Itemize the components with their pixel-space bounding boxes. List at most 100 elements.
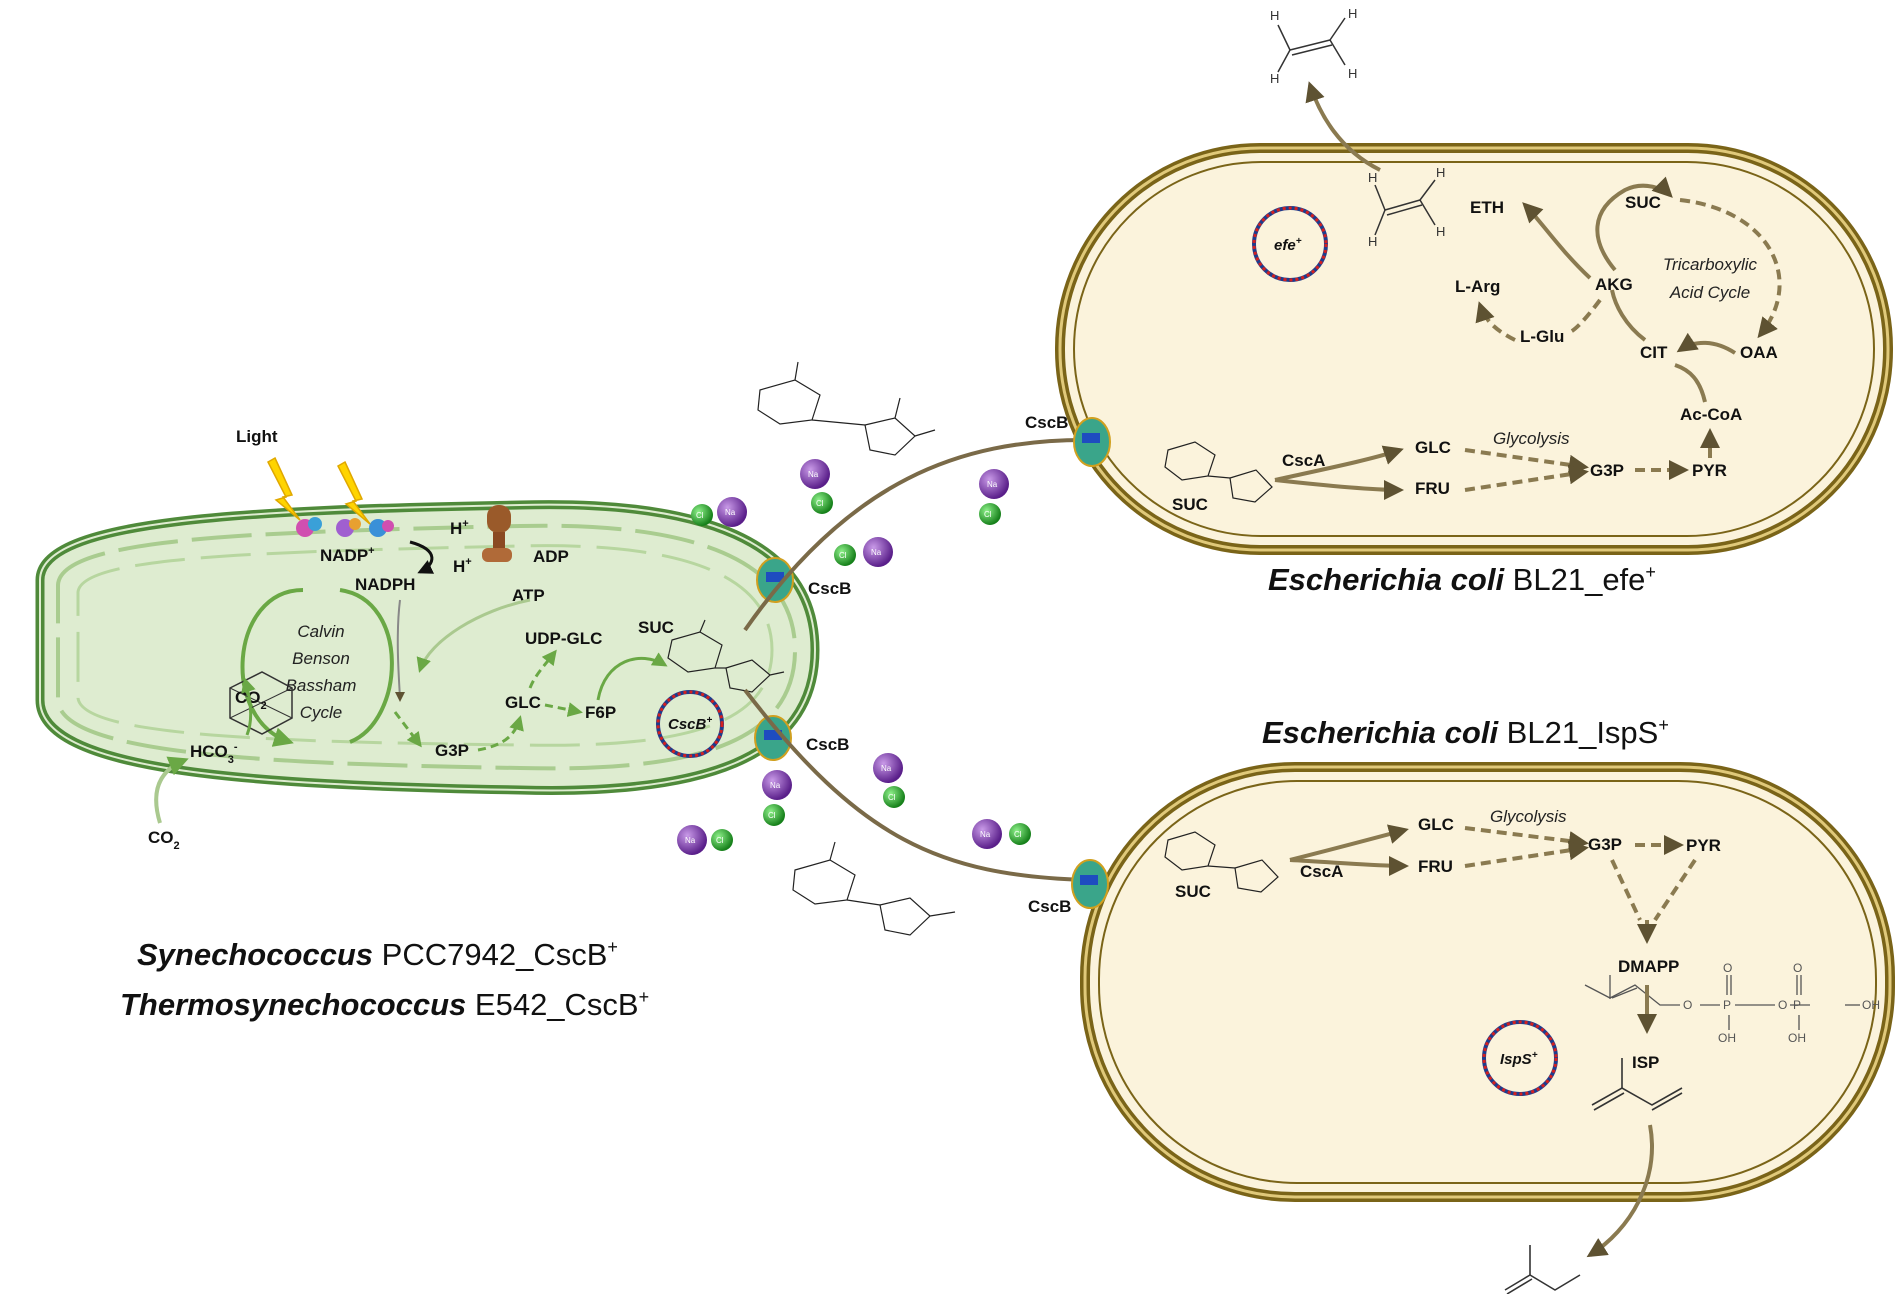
- svg-text:Na: Na: [770, 781, 781, 790]
- g3p-efe-label: G3P: [1590, 461, 1624, 480]
- suc-tca-label: SUC: [1625, 193, 1661, 212]
- efe-plasmid-label: efe+: [1274, 236, 1302, 254]
- svg-text:P: P: [1793, 998, 1801, 1012]
- fru-to-g3p-arrow: [1464, 464, 1589, 492]
- ethylene-structure-inside: [1374, 179, 1436, 236]
- sodium-ion: Na: [972, 819, 1002, 849]
- g3p-to-glc-arrow: [477, 715, 524, 752]
- svg-text:OH: OH: [1788, 1031, 1806, 1045]
- svg-text:Cl: Cl: [984, 510, 992, 519]
- sucrose-export-arc-top: [743, 438, 1086, 632]
- svg-text:O: O: [1723, 961, 1732, 975]
- sucrose-structure-efe: [1164, 441, 1273, 503]
- nadph-arrow: [394, 599, 405, 702]
- cscb-bottom-label: CscB: [806, 735, 849, 754]
- svg-text:Cl: Cl: [1014, 830, 1022, 839]
- g3p-to-dmapp-arrow: [1610, 859, 1642, 921]
- efe-plasmid: [1252, 206, 1328, 282]
- suc-efe-label: SUC: [1172, 495, 1208, 514]
- oaa-to-cit-arrow: [1676, 332, 1737, 355]
- tca-label-line1: Tricarboxylic: [1663, 255, 1758, 274]
- svg-text:H: H: [1368, 234, 1377, 249]
- hco3-label: HCO3-: [190, 741, 238, 766]
- chloride-ion: Cl: [691, 504, 713, 526]
- svg-text:Calvin: Calvin: [297, 622, 344, 641]
- svg-text:Cl: Cl: [816, 499, 824, 508]
- svg-text:Cl: Cl: [696, 511, 704, 520]
- svg-text:Benson: Benson: [292, 649, 350, 668]
- glc-to-g3p-isps-arrow: [1464, 826, 1589, 851]
- chloride-ion: Cl: [1009, 823, 1031, 845]
- svg-text:Na: Na: [980, 830, 991, 839]
- svg-text:O: O: [1793, 961, 1802, 975]
- lightning-icon: [267, 456, 371, 525]
- cit-to-akg-arrow: [1610, 289, 1647, 342]
- svg-text:O: O: [1778, 998, 1787, 1012]
- svg-text:Na: Na: [871, 548, 882, 557]
- isps-plasmid: [1482, 1020, 1558, 1096]
- oaa-label: OAA: [1740, 343, 1778, 362]
- csca-efe-label: CscA: [1282, 451, 1325, 470]
- ion-group: Na Cl Cl Na Na Cl Cl Na Na Cl Na Cl Na C…: [677, 459, 1031, 855]
- akg-to-eth-arrow: [1522, 202, 1592, 280]
- ecoli-isps-caption: Escherichia coli BL21_IspS+: [1262, 715, 1669, 750]
- svg-text:OH: OH: [1718, 1031, 1736, 1045]
- cscb-plasmid-label: CscB+: [668, 715, 712, 733]
- chloride-ion: Cl: [834, 544, 856, 566]
- thylakoid-inner: [76, 544, 774, 747]
- csca-to-fru-arrow: [1274, 478, 1404, 500]
- svg-text:OH: OH: [1862, 998, 1880, 1012]
- fru-isps-label: FRU: [1418, 857, 1453, 876]
- fru-to-g3p-isps-arrow: [1464, 840, 1589, 868]
- thermosynechococcus-caption: Thermosynechococcus E542_CscB+: [120, 987, 649, 1022]
- glc-to-f6p-arrow: [544, 702, 583, 718]
- isp-label: ISP: [1632, 1053, 1659, 1072]
- glc-isps-label: GLC: [1418, 815, 1454, 834]
- svg-text:H: H: [1436, 165, 1445, 180]
- chloride-ion: Cl: [711, 829, 733, 851]
- svg-text:Cl: Cl: [839, 551, 847, 560]
- dmapp-atom-labels: O P O OH O P O OH OH: [1683, 961, 1880, 1045]
- sodium-ion: Na: [800, 459, 830, 489]
- cscb-plasmid-cyano: [656, 690, 724, 758]
- svg-text:Na: Na: [808, 470, 819, 479]
- svg-text:Cl: Cl: [716, 836, 724, 845]
- cscb-isps-label: CscB: [1028, 897, 1071, 916]
- cscb-transporter-efe: [1073, 417, 1111, 467]
- cscb-efe-label: CscB: [1025, 413, 1068, 432]
- svg-text:O: O: [1683, 998, 1692, 1012]
- ethylene-h-labels-inside: H H H H: [1368, 165, 1445, 249]
- akg-label: AKG: [1595, 275, 1633, 294]
- csca-to-fru-isps-arrow: [1289, 855, 1409, 876]
- carboxysome-icon: [229, 671, 293, 735]
- udp-glc-label: UDP-GLC: [525, 629, 602, 648]
- glycolysis-isps-label: Glycolysis: [1490, 807, 1567, 826]
- dmapp-label: DMAPP: [1618, 957, 1679, 976]
- accoa-label: Ac-CoA: [1680, 405, 1742, 424]
- sucrose-export-arc-bottom: [743, 688, 1086, 882]
- svg-text:H: H: [1368, 170, 1377, 185]
- svg-text:H: H: [1270, 71, 1279, 86]
- pyr-isps-label: PYR: [1686, 836, 1721, 855]
- accoa-to-cit-arrow: [1674, 363, 1707, 403]
- co2-external: CO2: [148, 828, 180, 852]
- svg-text:Bassham: Bassham: [286, 676, 357, 695]
- cit-label: CIT: [1640, 343, 1668, 362]
- pyr-efe-label: PYR: [1692, 461, 1727, 480]
- dmapp-structure: [1584, 975, 1860, 1030]
- csca-isps-label: CscA: [1300, 862, 1343, 881]
- calvin-cycle-arrow-right: [339, 588, 394, 744]
- nadph-label: NADPH: [355, 575, 415, 594]
- svg-text:H: H: [1436, 224, 1445, 239]
- isoprene-release-arrow: [1586, 1124, 1654, 1258]
- ecoli-efe-caption: Escherichia coli BL21_efe+: [1268, 562, 1656, 597]
- svg-text:P: P: [1723, 998, 1731, 1012]
- suc-isps-label: SUC: [1175, 882, 1211, 901]
- atp-label: ATP: [512, 586, 545, 605]
- svg-text:Na: Na: [685, 836, 696, 845]
- sucrose-structure-free-bottom: [792, 841, 956, 936]
- sodium-ion: Na: [717, 497, 747, 527]
- ecoli-efe-cell: [1055, 143, 1893, 555]
- g3p-cyano-label: G3P: [435, 741, 469, 760]
